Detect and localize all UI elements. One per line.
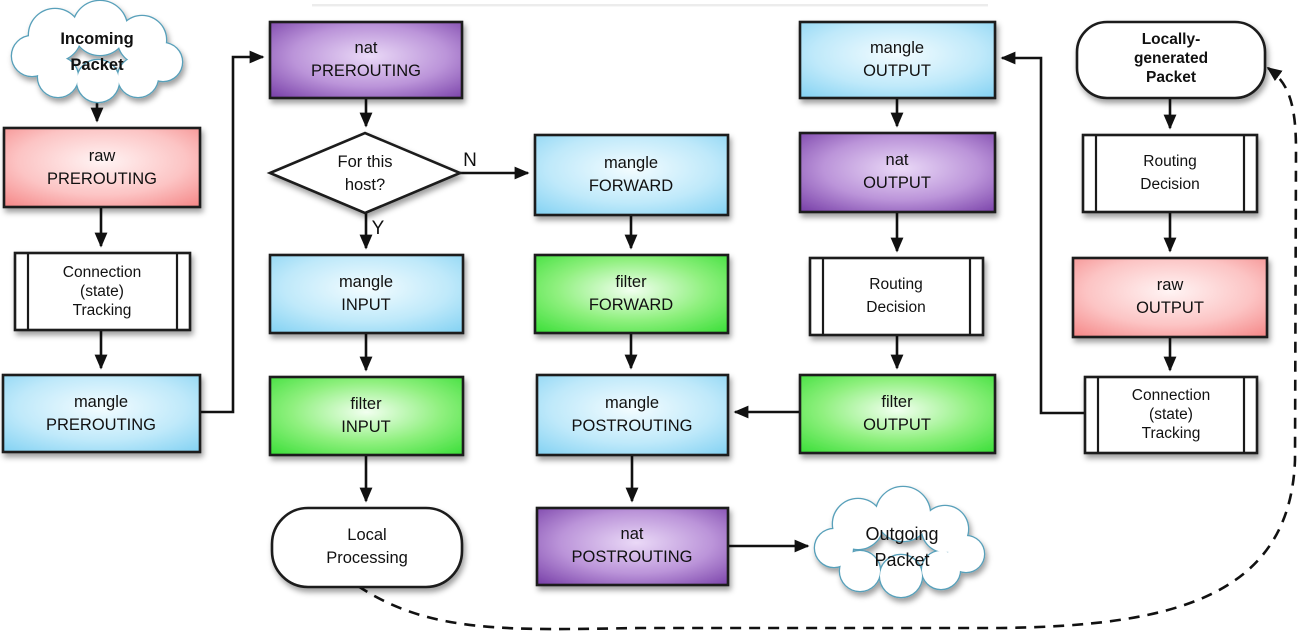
node-label: filter (615, 273, 647, 291)
decision-yes-label: Y (372, 218, 385, 239)
node-label: host? (345, 176, 385, 194)
node-routing-decision-local: Routing Decision (1081, 133, 1259, 214)
node-decision-for-this-host: For this host? (266, 131, 464, 215)
node-label: (state) (1149, 406, 1193, 423)
node-label: nat (355, 39, 378, 57)
node-label: Routing (1143, 153, 1196, 170)
node-label: raw (89, 147, 116, 165)
node-mangle-forward: mangle FORWARD (533, 133, 730, 217)
node-label: OUTPUT (1136, 299, 1204, 317)
node-label: OUTPUT (863, 416, 931, 434)
node-label: Outgoing (865, 524, 938, 544)
node-label: mangle (870, 39, 924, 57)
node-label: For this (337, 153, 392, 171)
node-mangle-input: mangle INPUT (268, 253, 465, 335)
node-label: OUTPUT (863, 174, 931, 192)
node-label: Processing (326, 549, 408, 567)
node-label: Routing (869, 276, 922, 293)
node-label: POSTROUTING (571, 548, 692, 566)
node-label: INPUT (341, 296, 391, 314)
node-label: Locally- (1142, 31, 1201, 48)
node-label: Incoming (60, 30, 133, 48)
node-label: mangle (339, 273, 393, 291)
cloud-icon (813, 485, 986, 599)
node-mangle-output: mangle OUTPUT (798, 20, 997, 100)
decision-no-label: N (463, 150, 477, 171)
node-label: Packet (874, 550, 929, 570)
node-filter-output: filter OUTPUT (798, 373, 997, 455)
node-label: Packet (70, 56, 124, 74)
node-label: raw (1157, 276, 1184, 294)
node-label: Connection (63, 264, 141, 281)
node-label: Tracking (73, 302, 132, 319)
node-label: INPUT (341, 418, 391, 436)
node-nat-prerouting: nat PREROUTING (268, 20, 464, 100)
node-label: Decision (866, 299, 925, 316)
node-label: filter (350, 395, 382, 413)
node-label: mangle (605, 394, 659, 412)
node-label: FORWARD (589, 177, 673, 195)
node-label: PREROUTING (46, 416, 156, 434)
node-outgoing-packet: Outgoing Packet (813, 485, 986, 599)
node-label: PREROUTING (311, 62, 421, 80)
node-label: nat (886, 151, 909, 169)
arrow-local-processing-to-locally-generated-dashed (357, 66, 1298, 631)
decision-diamond (266, 131, 464, 215)
connectors: N Y (90, 50, 1298, 631)
node-label: OUTPUT (863, 62, 931, 80)
node-label: (state) (80, 283, 124, 300)
cloud-icon (10, 0, 184, 104)
node-label: filter (881, 393, 913, 411)
arrow-mangle-prerouting-to-nat-prerouting (200, 50, 265, 414)
node-label: FORWARD (589, 296, 673, 314)
node-locally-generated-packet: Locally- generated Packet (1075, 20, 1267, 100)
node-label: mangle (74, 393, 128, 411)
top-border-artifact (312, 4, 988, 7)
node-label: Local (347, 526, 386, 544)
node-label: Packet (1146, 69, 1196, 86)
node-connection-tracking-in: Connection (state) Tracking (13, 251, 192, 332)
node-connection-tracking-out: Connection (state) Tracking (1083, 375, 1259, 455)
node-label: PREROUTING (47, 170, 157, 188)
node-filter-input: filter INPUT (268, 375, 465, 457)
arrow-conntrack-to-mangle-output (1000, 51, 1085, 415)
node-label: nat (621, 525, 644, 543)
node-mangle-prerouting: mangle PREROUTING (1, 373, 202, 454)
node-local-processing: Local Processing (270, 506, 464, 589)
node-routing-decision-output: Routing Decision (808, 256, 985, 337)
node-label: Tracking (1142, 425, 1201, 442)
node-nat-output: nat OUTPUT (798, 131, 997, 214)
node-raw-output: raw OUTPUT (1071, 256, 1269, 339)
node-label: POSTROUTING (571, 417, 692, 435)
node-label: Decision (1140, 176, 1199, 193)
node-nat-postrouting: nat POSTROUTING (535, 506, 730, 587)
node-mangle-postrouting: mangle POSTROUTING (535, 373, 730, 457)
node-incoming-packet: Incoming Packet (10, 0, 184, 104)
node-raw-prerouting: raw PREROUTING (2, 126, 202, 209)
node-label: generated (1134, 50, 1208, 67)
node-label: mangle (604, 154, 658, 172)
node-label: Connection (1132, 387, 1210, 404)
node-filter-forward: filter FORWARD (533, 253, 730, 335)
